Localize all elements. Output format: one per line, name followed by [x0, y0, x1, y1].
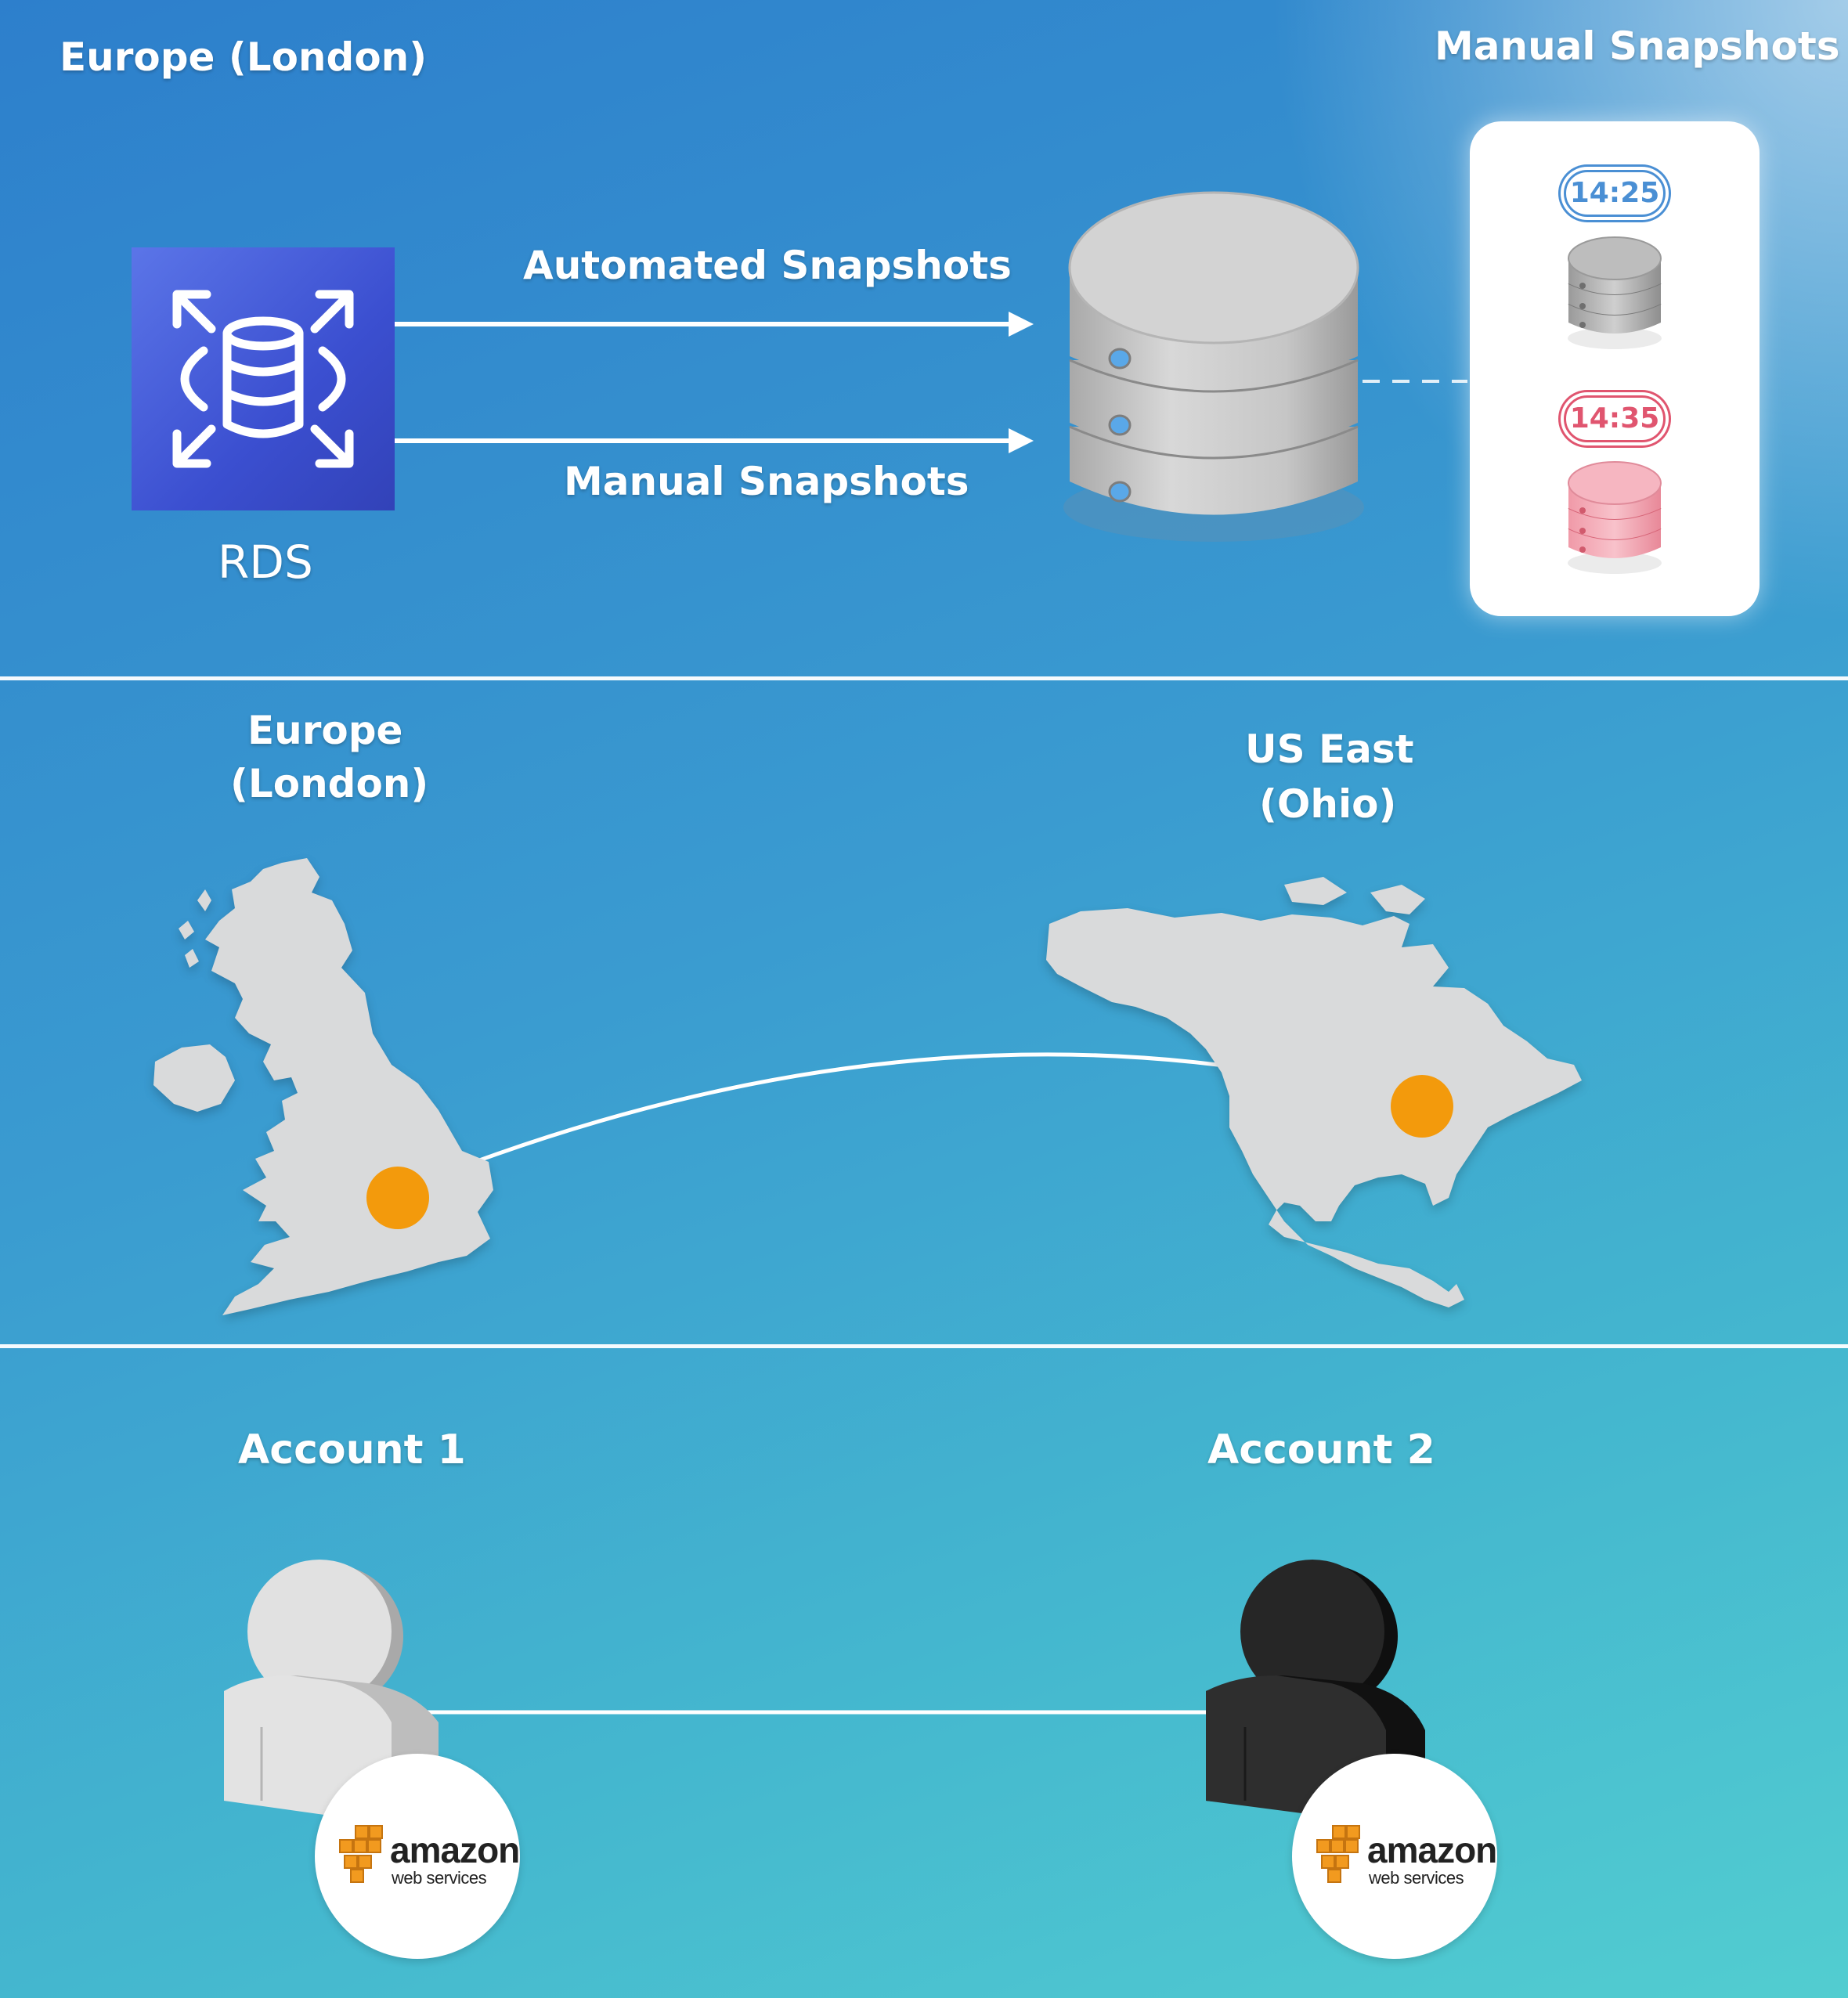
manual-snapshots-card: 14:25 14:35 — [1470, 121, 1760, 616]
rds-label: RDS — [218, 536, 313, 589]
london-marker — [366, 1167, 429, 1229]
aws-subtitle: web services — [1369, 1868, 1464, 1888]
rds-icon — [132, 247, 395, 510]
account2-label: Account 2 — [1207, 1426, 1435, 1473]
aws-cubes-icon — [339, 1825, 383, 1883]
manual-snapshots-card-title: Manual Snapshots — [1435, 23, 1840, 69]
aws-cubes-icon — [1316, 1825, 1360, 1883]
target-region-line1: US East — [1245, 727, 1414, 772]
aws-wordmark: amazon — [390, 1830, 520, 1870]
source-region-line2: (London) — [230, 761, 429, 806]
aws-logo-badge: amazon web services — [1292, 1754, 1497, 1959]
snapshot-time-badge: 14:35 — [1564, 395, 1666, 442]
account1-label: Account 1 — [238, 1426, 466, 1473]
target-region-line2: (Ohio) — [1259, 781, 1397, 827]
north-america-map — [1046, 877, 1582, 1307]
section-divider — [0, 676, 1848, 680]
aws-logo-badge: amazon web services — [315, 1754, 520, 1959]
snapshot-database-icon — [1063, 191, 1364, 542]
source-region-line1: Europe — [247, 708, 403, 753]
aws-subtitle: web services — [392, 1868, 487, 1888]
aws-wordmark: amazon — [1367, 1830, 1497, 1870]
manual-arrow — [395, 428, 1034, 453]
region-title: Europe (London) — [60, 34, 428, 80]
snapshot-time-badge: 14:25 — [1564, 170, 1666, 217]
snapshot-database-small-icon — [1568, 236, 1662, 349]
automated-snapshots-label: Automated Snapshots — [523, 243, 1012, 288]
automated-arrow — [395, 312, 1034, 337]
ohio-marker — [1391, 1075, 1453, 1138]
manual-snapshots-label: Manual Snapshots — [564, 459, 969, 504]
section-divider — [0, 1344, 1848, 1348]
snapshot-database-small-icon — [1568, 461, 1662, 574]
user-avatar-light — [224, 1560, 439, 1824]
